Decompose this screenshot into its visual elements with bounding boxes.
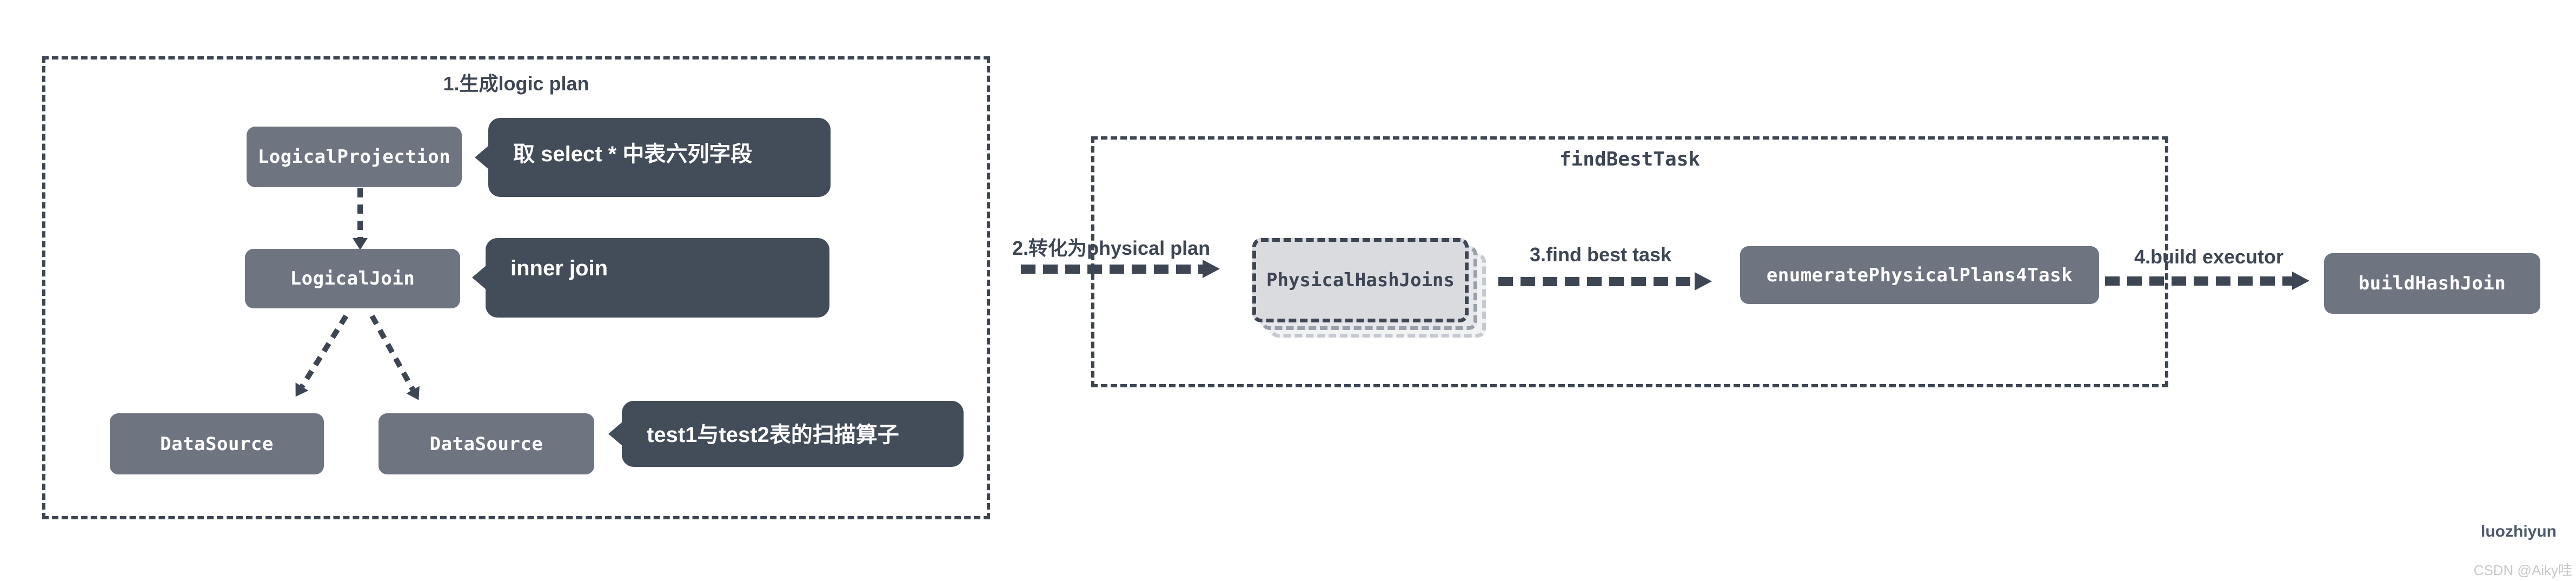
step4-label: 4.build executor	[2134, 246, 2284, 268]
arrow-line	[369, 314, 416, 391]
find-best-task-title: findBestTask	[1559, 148, 1701, 170]
callout-projection-text: 取 select * 中表六列字段	[513, 142, 753, 166]
logic-plan-title: 1.生成logic plan	[443, 72, 589, 95]
arrow-line	[1021, 264, 1203, 274]
arrow-line	[357, 188, 363, 238]
callout-datasource-note: test1与test2表的扫描算子	[608, 401, 964, 467]
arrow-step3-find-best-task	[1498, 272, 1712, 290]
arrow-projection-to-join	[353, 188, 368, 250]
arrow-line	[1498, 276, 1695, 286]
node-datasource-left: DataSource	[110, 413, 324, 474]
arrow-head-right-icon	[1695, 272, 1712, 290]
arrow-step2-to-physical	[1021, 260, 1220, 278]
node-build-hash-join: buildHashJoin	[2324, 253, 2540, 314]
watermark-author: luozhiyun	[2481, 523, 2557, 540]
arrow-line	[2105, 276, 2292, 286]
node-datasource-right: DataSource	[379, 413, 594, 474]
node-logical-projection: LogicalProjection	[247, 127, 462, 187]
callout-projection-note: 取 select * 中表六列字段	[475, 118, 831, 197]
arrow-head-right-icon	[2292, 272, 2309, 290]
callout-datasource-text: test1与test2表的扫描算子	[647, 423, 899, 447]
arrow-head-down-icon	[353, 238, 368, 250]
callout-join-text: inner join	[510, 256, 608, 280]
callout-tail-left-icon	[608, 421, 623, 446]
callout-tail-left-icon	[475, 145, 489, 170]
node-enumerate-physical-plans: enumeratePhysicalPlans4Task	[1740, 246, 2099, 304]
arrow-head-right-icon	[1203, 260, 1220, 278]
callout-tail-left-icon	[472, 265, 487, 290]
arrow-join-to-datasource-right	[366, 312, 426, 404]
callout-join-note: inner join	[472, 238, 829, 318]
find-best-task-group-box: findBestTask PhysicalHashJoins 3.find be…	[1091, 136, 2168, 387]
watermark-source: CSDN @Aiky哇	[2473, 562, 2572, 578]
arrow-join-to-datasource-left	[289, 312, 353, 401]
node-physical-hash-joins: PhysicalHashJoins	[1252, 238, 1469, 322]
node-logical-join: LogicalJoin	[245, 249, 460, 308]
step3-label: 3.find best task	[1529, 243, 1672, 266]
arrow-line	[300, 314, 349, 388]
arrow-step4-build-executor	[2105, 272, 2309, 290]
logic-plan-group-box: 1.生成logic plan LogicalProjection 取 selec…	[42, 56, 990, 519]
step2-label: 2.转化为physical plan	[1012, 237, 1211, 259]
